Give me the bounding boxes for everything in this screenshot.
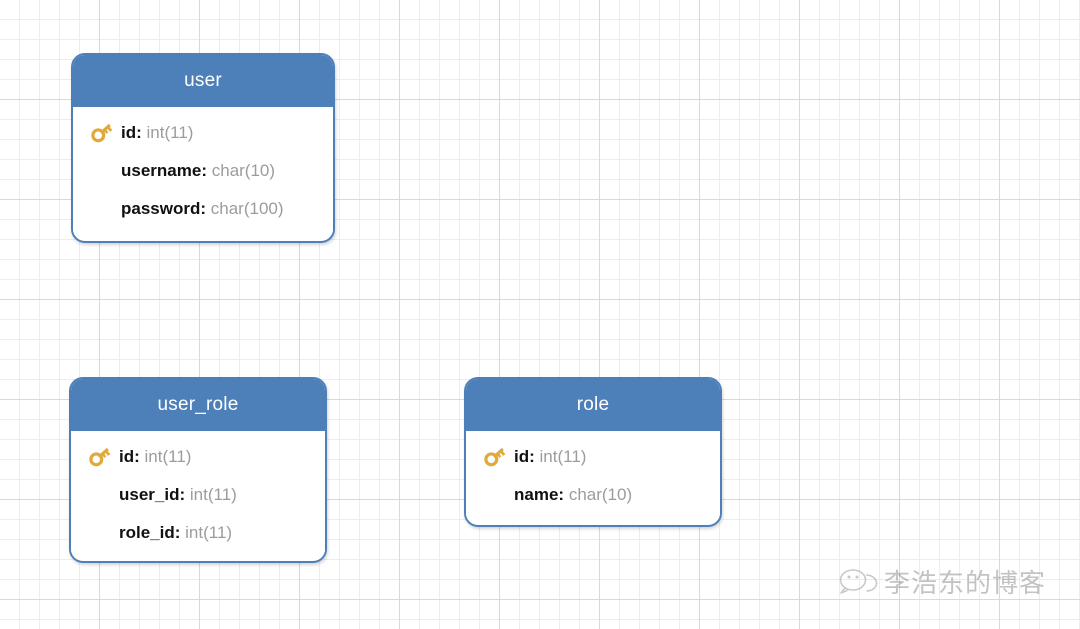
field-row[interactable]: name: char(10) (466, 475, 720, 513)
watermark-text: 李浩东的博客 (884, 568, 1047, 599)
field-label: role_id: int(11) (119, 524, 232, 541)
key-icon (85, 120, 121, 144)
key-icon (83, 444, 119, 468)
field-label: username: char(10) (121, 162, 275, 179)
entity-body-user-role: id: int(11) user_id: int(11) role_id: in… (71, 431, 325, 559)
field-separator: : (558, 484, 565, 504)
field-name: user_id (119, 484, 180, 504)
field-name: id (121, 122, 137, 142)
entity-role[interactable]: role id: int(11) (464, 377, 722, 527)
field-row[interactable]: user_id: int(11) (71, 475, 325, 513)
entity-title: user (184, 69, 222, 91)
field-type: int(11) (185, 522, 233, 542)
entity-header-role: role (466, 379, 720, 431)
entity-header-user: user (73, 55, 333, 107)
watermark: 李浩东的博客 (836, 566, 1046, 601)
key-icon (478, 444, 514, 468)
field-name: role_id (119, 522, 175, 542)
key-icon-placeholder (478, 482, 514, 506)
field-label: id: int(11) (514, 448, 586, 465)
key-icon-placeholder (85, 158, 121, 182)
key-icon-placeholder (85, 196, 121, 220)
field-separator: : (201, 160, 207, 180)
field-row[interactable]: id: int(11) (466, 437, 720, 475)
field-separator: : (136, 122, 142, 142)
field-separator: : (179, 484, 186, 504)
entity-body-user: id: int(11) username: char(10) password:… (73, 107, 333, 235)
field-name: password (121, 198, 201, 218)
key-icon-placeholder (83, 482, 119, 506)
field-row[interactable]: id: int(11) (73, 113, 333, 151)
wechat-icon (836, 566, 878, 601)
field-label: user_id: int(11) (119, 486, 237, 503)
entity-title: user_role (157, 393, 239, 415)
field-label: name: char(10) (514, 486, 632, 503)
field-type: int(11) (539, 446, 587, 466)
entity-header-user-role: user_role (71, 379, 325, 431)
field-separator: : (174, 522, 181, 542)
field-type: int(11) (144, 446, 192, 466)
field-row[interactable]: role_id: int(11) (71, 513, 325, 551)
field-type: char(100) (210, 198, 284, 218)
field-label: password: char(100) (121, 200, 284, 217)
field-type: int(11) (146, 122, 194, 142)
field-separator: : (200, 198, 207, 218)
field-separator: : (529, 446, 535, 466)
key-icon-placeholder (83, 520, 119, 544)
field-row[interactable]: password: char(100) (73, 189, 333, 227)
field-type: char(10) (211, 160, 276, 180)
field-type: int(11) (189, 484, 237, 504)
field-label: id: int(11) (119, 448, 191, 465)
field-row[interactable]: id: int(11) (71, 437, 325, 475)
field-name: id (514, 446, 530, 466)
field-name: name (514, 484, 559, 504)
entity-title: role (576, 393, 610, 415)
field-row[interactable]: username: char(10) (73, 151, 333, 189)
field-label: id: int(11) (121, 124, 193, 141)
field-separator: : (134, 446, 140, 466)
field-name: id (119, 446, 135, 466)
entity-user-role[interactable]: user_role id: int(11) (69, 377, 327, 563)
field-name: username (121, 160, 202, 180)
entity-user[interactable]: user id: int(11) (71, 53, 335, 243)
field-type: char(10) (568, 484, 633, 504)
entity-body-role: id: int(11) name: char(10) (466, 431, 720, 521)
